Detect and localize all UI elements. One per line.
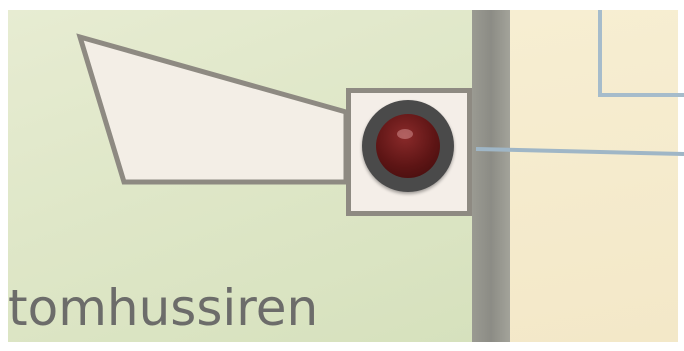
red-led-indicator [362,100,454,192]
signal-wire-corner [600,10,684,95]
siren-horn-icon [80,37,346,182]
signal-wire-horizontal [476,149,684,154]
led-lens [376,114,440,178]
led-highlight [397,129,413,139]
siren-label: tomhussiren [8,268,474,348]
